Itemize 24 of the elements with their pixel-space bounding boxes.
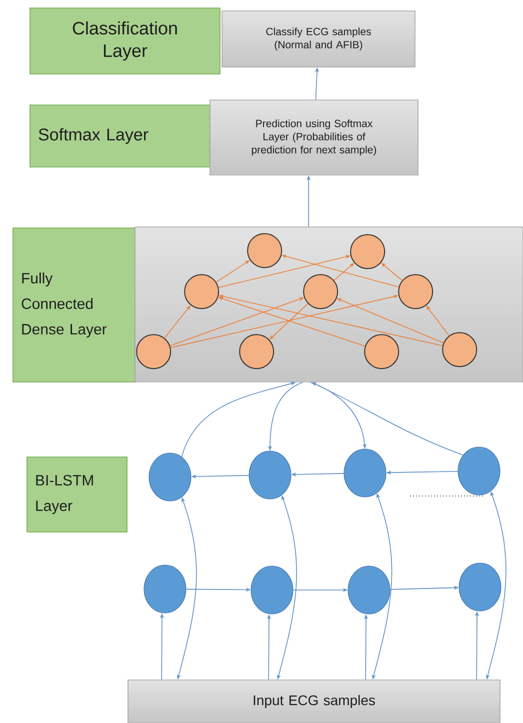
input-box: Input ECG samples — [128, 680, 500, 723]
output-box: Classify ECG samples (Normal and AFIB) — [222, 10, 416, 68]
layer-label-box: Classification Layer — [30, 8, 220, 74]
neuron-circle — [303, 274, 338, 310]
layer-label-box: Fully Connected Dense Layer — [12, 228, 136, 382]
lstm-cell-circle — [144, 564, 186, 614]
layer-label-box: Softmax Layer — [30, 104, 210, 168]
neuron-circle — [350, 234, 386, 270]
lstm-cell-circle — [344, 448, 386, 498]
neuron-circle — [239, 334, 274, 370]
lstm-cell-circle — [348, 566, 390, 614]
prediction-box: Prediction using Softmax Layer (Probabilities of prediction for next sample) — [210, 100, 418, 176]
neuron-circle — [136, 334, 172, 370]
neuron-circle — [247, 233, 282, 268]
lstm-cell-circle — [248, 450, 292, 500]
neuron-circle — [364, 334, 400, 370]
neuron-circle — [184, 274, 220, 310]
lstm-cell-circle — [148, 452, 192, 502]
lstm-cell-circle — [458, 446, 500, 496]
neuron-circle — [398, 274, 434, 310]
layer-label-box: BI-LSTM Layer — [26, 456, 128, 532]
neuron-circle — [442, 332, 478, 368]
lstm-cell-circle — [250, 566, 294, 614]
lstm-cell-circle — [458, 562, 502, 612]
